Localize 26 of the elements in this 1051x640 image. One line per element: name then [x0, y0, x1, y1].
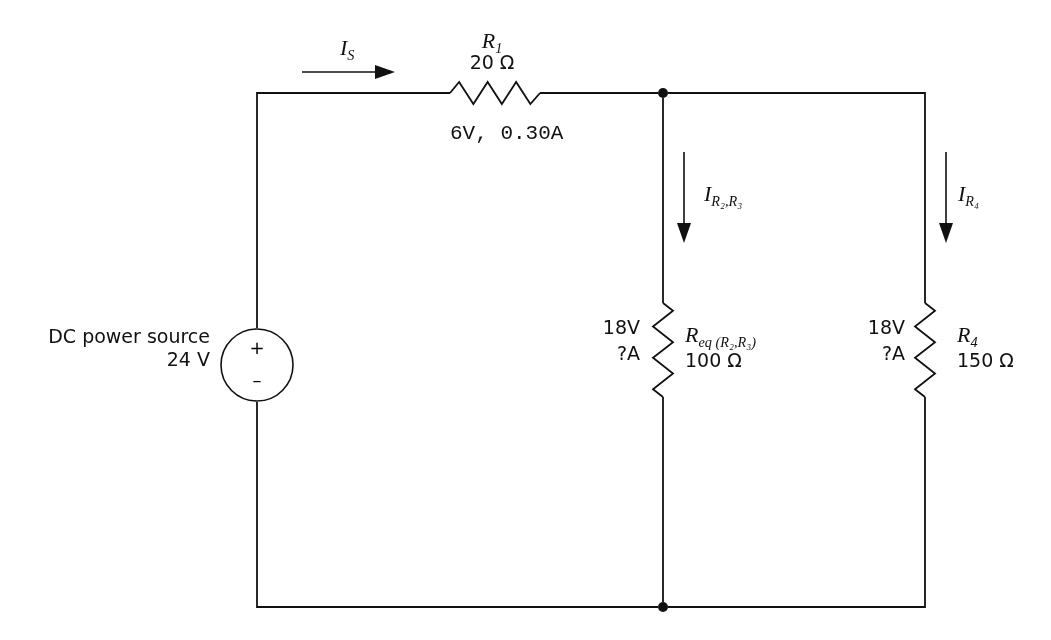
voltage-current-reading: 6V, 0.30A — [450, 122, 564, 145]
source-label: DC power source 24 V — [47, 325, 210, 371]
wire — [539, 92, 659, 94]
minus-sign: – — [251, 370, 263, 390]
voltage-reading: 18V — [867, 316, 905, 339]
wire — [667, 396, 926, 608]
wire — [256, 401, 659, 608]
resistor-symbol — [652, 303, 674, 397]
wire — [662, 97, 664, 304]
current-label: I$_{S}$ — [340, 36, 355, 59]
current-reading: ?A — [616, 342, 640, 365]
plus-sign: + — [248, 338, 266, 358]
resistance-value: 150 Ω — [957, 349, 1014, 372]
wire — [662, 396, 664, 603]
voltage-reading: 18V — [602, 316, 640, 339]
wire — [256, 92, 451, 329]
wire — [667, 92, 926, 304]
component-label: R$_{1}$ — [481, 29, 503, 52]
component-label: R$_{4}$ — [957, 323, 978, 346]
junction-dot — [658, 88, 668, 98]
resistor-symbol — [450, 80, 540, 106]
junction-dot — [658, 602, 668, 612]
current-reading: ?A — [881, 342, 905, 365]
voltage-source-symbol — [220, 328, 294, 402]
resistance-value: 100 Ω — [685, 349, 742, 372]
resistor-symbol — [914, 303, 936, 397]
